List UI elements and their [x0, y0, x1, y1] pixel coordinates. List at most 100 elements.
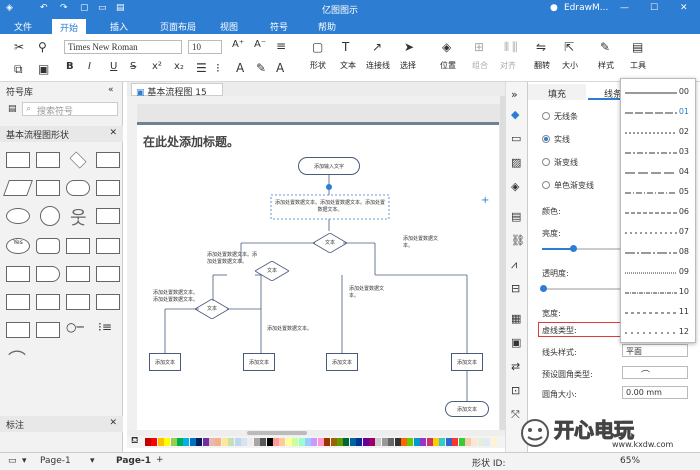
color-swatch[interactable] — [330, 438, 337, 446]
flow-box-3[interactable]: 添加文本 — [326, 353, 358, 371]
color-swatch[interactable] — [151, 438, 158, 446]
shape-subprocess[interactable] — [36, 180, 60, 196]
style-button[interactable]: 样式 — [598, 61, 614, 70]
color-swatch[interactable] — [266, 438, 273, 446]
flow-box-2[interactable]: 添加文本 — [243, 353, 275, 371]
color-swatch[interactable] — [273, 438, 279, 446]
color-swatch[interactable] — [484, 438, 491, 446]
color-swatch[interactable] — [317, 438, 324, 446]
shape-document[interactable] — [96, 152, 120, 168]
canvas-hscroll[interactable] — [127, 430, 505, 436]
color-swatch[interactable] — [145, 438, 151, 446]
collapse-right-icon[interactable]: » — [511, 88, 518, 101]
option-gradient[interactable]: 渐变线 — [554, 158, 578, 167]
color-swatch[interactable] — [196, 438, 203, 446]
flow-end-node[interactable]: 添加文本 — [445, 401, 489, 417]
color-swatch[interactable] — [433, 438, 439, 446]
radio-gradient[interactable] — [542, 158, 550, 166]
shape-alt-process[interactable] — [36, 152, 60, 168]
dash-option-05[interactable]: 05 — [621, 183, 697, 203]
minimize-icon[interactable]: — — [620, 3, 629, 13]
drawing-page[interactable]: 在此处添加标题。 添加输入文字 添加处置数据文本。添加处置数据文本。添加处置数据… — [137, 122, 499, 434]
panel-collapse-icon[interactable]: « — [108, 85, 114, 95]
align-button[interactable]: 对齐 — [500, 61, 516, 70]
shape-manual-op[interactable] — [96, 208, 120, 224]
undo-icon[interactable]: ↶ — [40, 3, 48, 13]
size-icon[interactable]: ⇱ — [564, 40, 575, 54]
menu-insert[interactable]: 插入 — [110, 23, 129, 33]
color-swatch[interactable] — [477, 438, 484, 446]
shape-display[interactable] — [96, 238, 120, 254]
color-swatch[interactable] — [292, 438, 299, 446]
menu-file[interactable]: 文件 — [14, 23, 33, 33]
flow-decision-3[interactable]: 文本 — [206, 306, 217, 312]
color-swatch[interactable] — [260, 438, 267, 446]
dash-option-04[interactable]: 04 — [621, 163, 697, 183]
shape-terminator[interactable] — [66, 180, 90, 196]
menu-symbol[interactable]: 符号 — [270, 23, 289, 33]
color-swatch[interactable] — [189, 438, 196, 446]
align-objects-icon[interactable]: ⫴ — [504, 40, 510, 54]
color-swatch[interactable] — [337, 438, 343, 446]
shape-preparation[interactable] — [36, 294, 60, 310]
page-tab-add-icon[interactable]: ▾ — [90, 456, 95, 466]
shape-hexagon[interactable] — [6, 294, 30, 310]
bullet-icon[interactable]: ⁝ — [216, 61, 220, 75]
shape-data[interactable] — [3, 180, 33, 196]
tab-flowchart[interactable]: ▣ 基本流程图 15 — [131, 83, 223, 98]
color-swatch[interactable] — [247, 438, 254, 446]
color-swatch[interactable] — [465, 438, 471, 446]
select-icon[interactable]: ➤ — [404, 40, 415, 54]
shape-pentagon[interactable] — [36, 322, 60, 338]
strikethrough-icon[interactable]: S̶ — [130, 61, 137, 72]
tools-button[interactable]: 工具 — [630, 61, 646, 70]
style-icon[interactable]: ✎ — [600, 40, 611, 54]
shape-button[interactable]: 形状 — [310, 61, 326, 70]
annotation-header[interactable]: 标注 ✕ — [0, 416, 123, 432]
radio-no-line[interactable] — [542, 112, 550, 120]
color-swatch[interactable] — [183, 438, 190, 446]
color-swatch[interactable] — [369, 438, 375, 446]
shape-merge[interactable] — [96, 266, 120, 282]
align-icon[interactable]: ≡ — [276, 39, 287, 53]
bold-button[interactable]: B — [66, 61, 74, 72]
color-swatch[interactable] — [324, 438, 331, 446]
new-icon[interactable]: ▢ — [80, 3, 89, 13]
color-swatch[interactable] — [388, 438, 395, 446]
flow-label-5[interactable]: 添加处置数据文本。 — [267, 326, 313, 332]
corner-type-select[interactable]: ⌒ — [622, 366, 688, 381]
shape-ellipse[interactable] — [6, 208, 30, 224]
color-swatch[interactable] — [305, 438, 311, 446]
close-icon[interactable]: ✕ — [680, 3, 688, 13]
menu-help[interactable]: 帮助 — [318, 23, 337, 33]
paste-icon[interactable]: ▣ — [38, 62, 50, 76]
font-size-select[interactable]: 10 — [188, 40, 222, 54]
connector-icon[interactable]: ↗ — [372, 40, 383, 54]
flip-button[interactable]: 翻转 — [534, 61, 550, 70]
color-swatch[interactable] — [215, 438, 222, 446]
shape-decision[interactable] — [69, 151, 87, 169]
attach-panel-icon[interactable]: ▣ — [511, 336, 522, 349]
open-icon[interactable]: ▭ — [98, 3, 107, 13]
user-icon[interactable]: ● — [550, 3, 558, 13]
corner-size-input[interactable]: 0.00 mm — [622, 386, 688, 399]
dash-option-03[interactable]: 03 — [621, 143, 697, 163]
size-button[interactable]: 大小 — [562, 61, 578, 70]
color-swatch[interactable] — [177, 438, 183, 446]
color-swatch[interactable] — [253, 438, 260, 446]
brightness-knob[interactable] — [570, 245, 577, 252]
color-swatch[interactable] — [164, 438, 171, 446]
shape-tape[interactable] — [6, 266, 30, 282]
properties-panel-icon[interactable]: ▦ — [511, 312, 522, 325]
color-swatch[interactable] — [394, 438, 401, 446]
shape-delay[interactable] — [36, 266, 60, 282]
shape-database[interactable] — [36, 238, 60, 254]
color-swatch[interactable] — [209, 438, 215, 446]
shape-flag[interactable] — [6, 322, 30, 338]
color-swatch[interactable] — [471, 438, 478, 446]
flow-process-node[interactable]: 添加处置数据文本。添加处置数据文本。添加处置数据文本。 — [274, 200, 385, 213]
fullscreen-panel-icon[interactable]: ⤧ — [511, 408, 520, 421]
text-color-icon[interactable]: A — [236, 61, 245, 75]
add-node-icon[interactable]: + — [481, 195, 490, 206]
color-swatch[interactable] — [349, 438, 356, 446]
